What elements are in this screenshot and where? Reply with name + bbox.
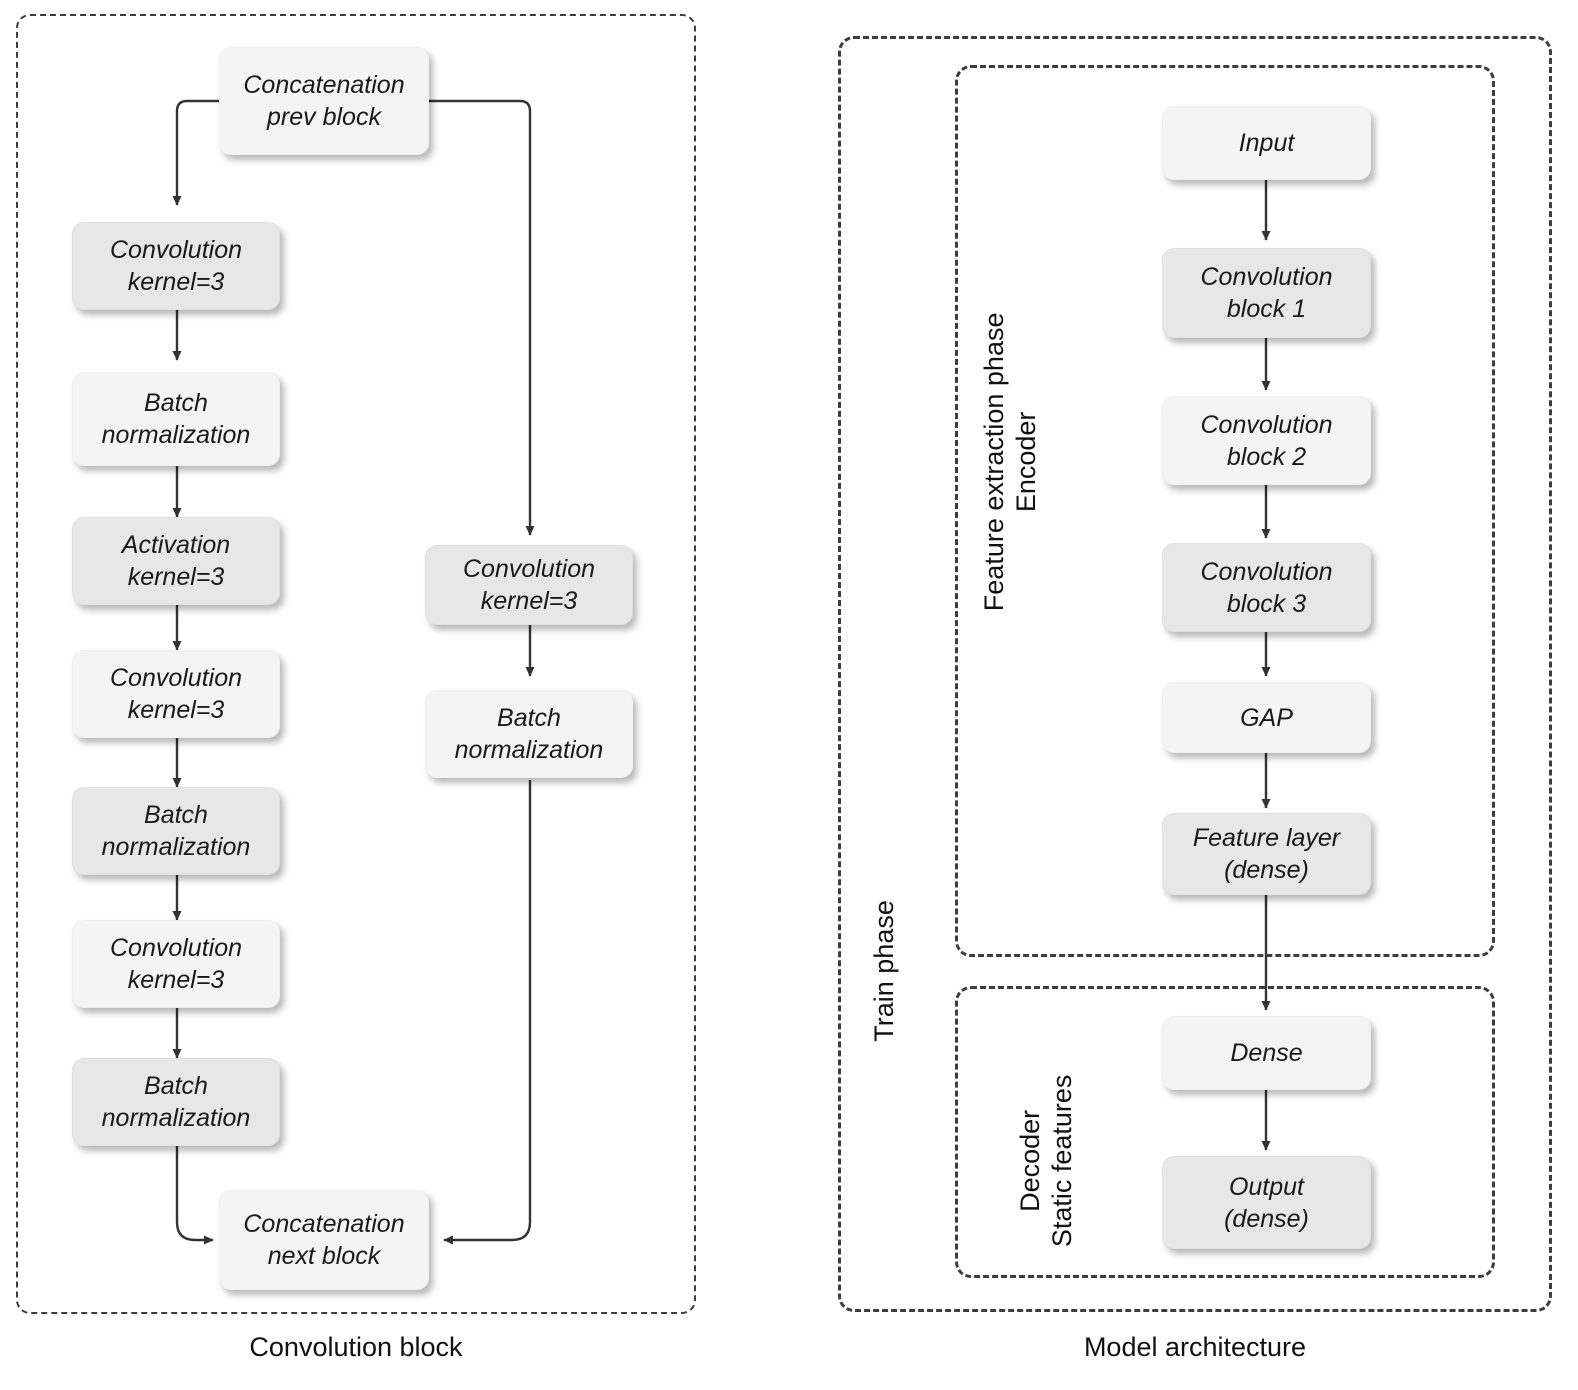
node-label: Batch normalization xyxy=(101,1072,251,1132)
node-feature-layer[interactable]: Feature layer (dense) xyxy=(1162,813,1371,895)
node-bn2[interactable]: Batch normalization xyxy=(72,787,280,875)
node-label: Dense xyxy=(1230,1039,1303,1067)
node-label: Convolution kernel=3 xyxy=(109,236,243,296)
node-label: Batch normalization xyxy=(454,704,604,764)
node-output[interactable]: Output (dense) xyxy=(1162,1156,1371,1249)
node-label: GAP xyxy=(1240,703,1293,732)
label-decoder: Decoder Static features xyxy=(1015,1074,1077,1248)
node-gap[interactable]: GAP xyxy=(1162,682,1371,753)
node-label: Input xyxy=(1238,129,1295,157)
node-label: Convolution block 3 xyxy=(1200,557,1333,618)
node-label: Concatenation next block xyxy=(243,1210,405,1270)
node-input[interactable]: Input xyxy=(1162,106,1371,180)
node-activation[interactable]: Activation kernel=3 xyxy=(72,517,280,605)
label-train-phase: Train phase xyxy=(869,900,900,1042)
train-phase-frame xyxy=(838,36,1552,1312)
decoder-frame xyxy=(955,986,1495,1278)
node-conv-block-3[interactable]: Convolution block 3 xyxy=(1162,543,1371,632)
node-label: Convolution kernel=3 xyxy=(109,664,243,724)
node-bn3[interactable]: Batch normalization xyxy=(72,1058,280,1146)
node-conv-block-1[interactable]: Convolution block 1 xyxy=(1162,248,1371,338)
caption-model-architecture: Model architecture xyxy=(1083,1332,1307,1362)
node-concat-prev[interactable]: Concatenation prev block xyxy=(219,47,429,155)
node-shortcut-conv[interactable]: Convolution kernel=3 xyxy=(425,545,633,625)
node-label: Batch normalization xyxy=(101,389,251,449)
node-label: Activation kernel=3 xyxy=(121,531,231,591)
node-label: Output (dense) xyxy=(1224,1172,1309,1233)
encoder-frame xyxy=(955,65,1495,957)
node-label: Convolution block 2 xyxy=(1200,410,1333,471)
node-dense[interactable]: Dense xyxy=(1162,1016,1371,1090)
node-label: Batch normalization xyxy=(101,801,251,861)
node-label: Convolution kernel=3 xyxy=(462,555,596,615)
label-encoder: Feature extraction phase Encoder xyxy=(979,312,1041,612)
node-concat-next[interactable]: Concatenation next block xyxy=(219,1190,429,1290)
node-label: Convolution block 1 xyxy=(1200,263,1333,323)
node-label: Feature layer (dense) xyxy=(1192,824,1341,884)
convolution-block-frame xyxy=(16,14,696,1314)
caption-convolution-block: Convolution block xyxy=(249,1332,463,1362)
node-label: Concatenation prev block xyxy=(243,71,405,131)
node-shortcut-bn[interactable]: Batch normalization xyxy=(425,690,633,778)
node-conv-block-2[interactable]: Convolution block 2 xyxy=(1162,396,1371,485)
node-bn1[interactable]: Batch normalization xyxy=(72,372,280,466)
node-conv2[interactable]: Convolution kernel=3 xyxy=(72,650,280,738)
node-conv1[interactable]: Convolution kernel=3 xyxy=(72,222,280,310)
node-conv3[interactable]: Convolution kernel=3 xyxy=(72,920,280,1008)
node-label: Convolution kernel=3 xyxy=(109,934,243,994)
